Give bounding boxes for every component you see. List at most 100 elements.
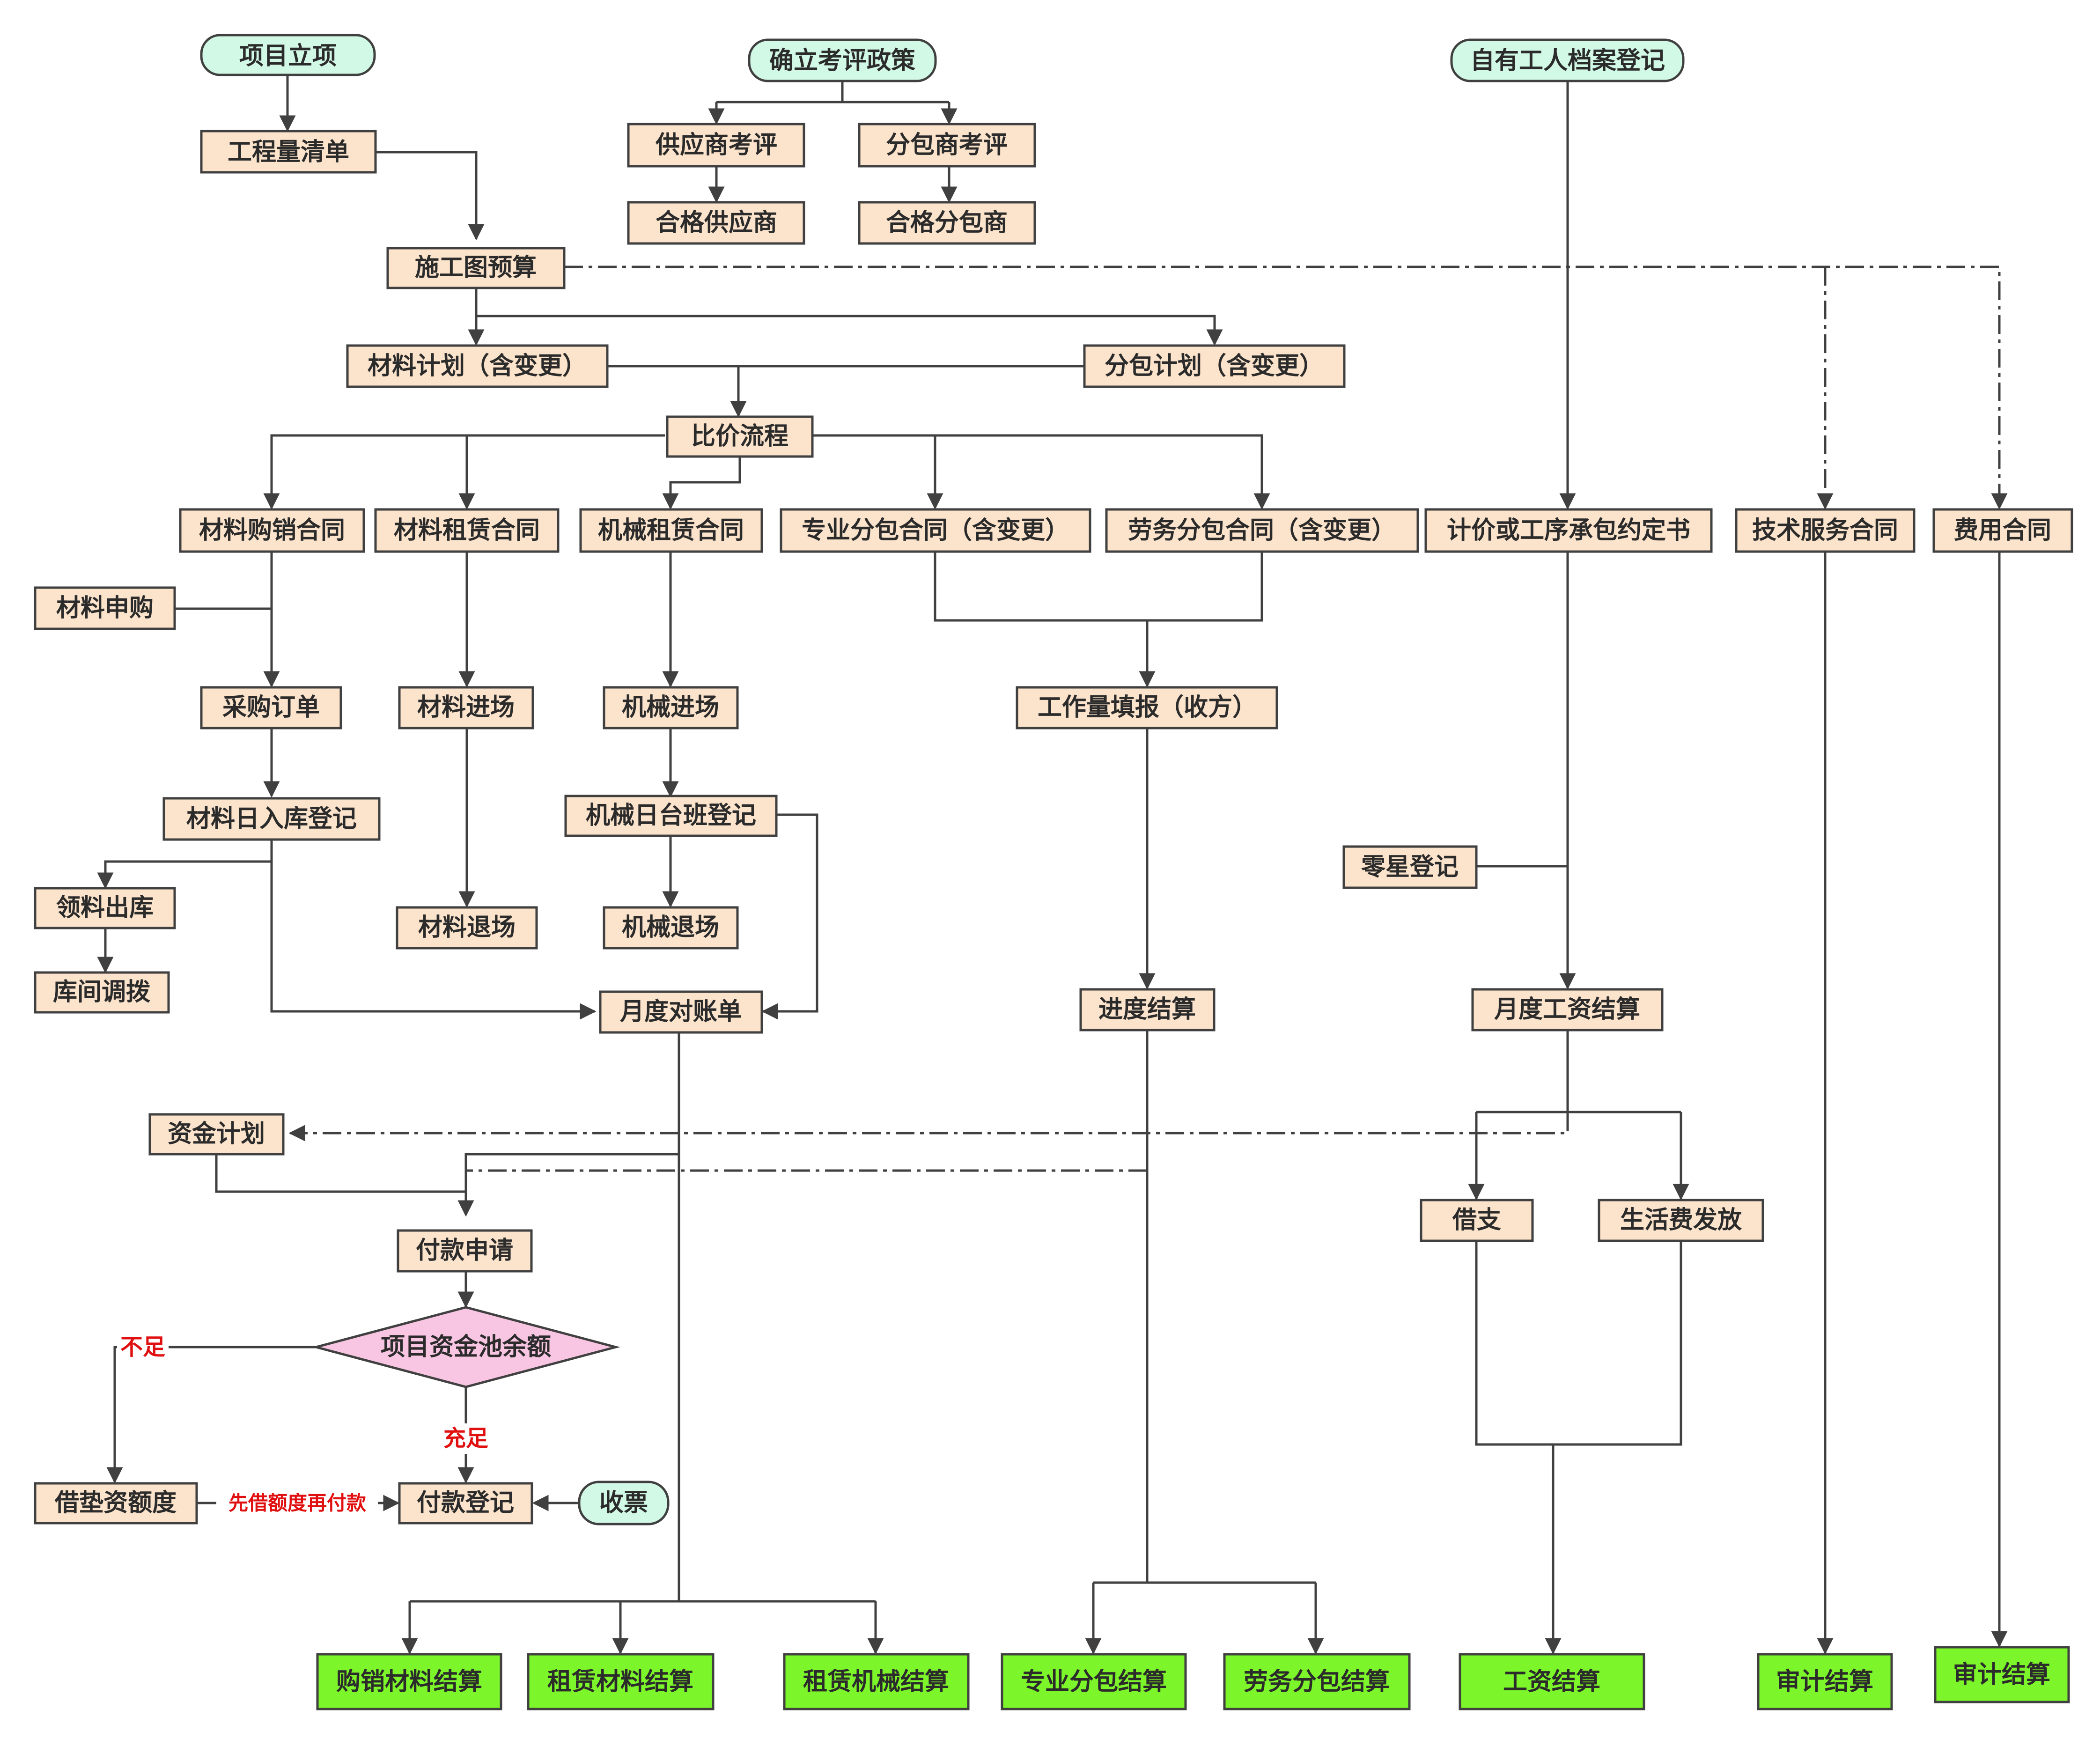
node-label: 审计结算 bbox=[1953, 1661, 2050, 1689]
node-machine-exit[interactable]: 机械退场 bbox=[603, 906, 739, 950]
node-material-plan[interactable]: 材料计划（含变更） bbox=[346, 344, 609, 388]
node-professional-subcontract-settlement[interactable]: 专业分包结算 bbox=[1001, 1653, 1187, 1710]
node-label: 材料日入库登记 bbox=[186, 805, 357, 833]
node-fund-plan[interactable]: 资金计划 bbox=[148, 1113, 285, 1156]
node-label: 确立考评政策 bbox=[769, 47, 915, 75]
node-qualified-supplier[interactable]: 合格供应商 bbox=[627, 201, 805, 245]
node-label: 付款登记 bbox=[417, 1489, 514, 1517]
node-material-purchase-contract[interactable]: 材料购销合同 bbox=[179, 508, 365, 553]
node-label: 审计结算 bbox=[1776, 1668, 1873, 1696]
node-label: 机械日台班登记 bbox=[586, 802, 756, 830]
node-purchase-material-settlement[interactable]: 购销材料结算 bbox=[316, 1653, 502, 1710]
node-professional-subcontract[interactable]: 专业分包合同（含变更） bbox=[780, 508, 1091, 553]
node-label: 供应商考评 bbox=[656, 131, 777, 159]
node-advance-quota[interactable]: 借垫资额度 bbox=[34, 1482, 198, 1525]
node-label: 租赁机械结算 bbox=[803, 1668, 949, 1696]
edge-inbound-to-issue bbox=[97, 840, 273, 889]
node-label: 材料进场 bbox=[417, 693, 515, 722]
node-supplier-eval[interactable]: 供应商考评 bbox=[627, 123, 805, 168]
node-label: 借垫资额度 bbox=[54, 1489, 177, 1517]
node-daily-material-inbound[interactable]: 材料日入库登记 bbox=[162, 797, 381, 841]
node-living-allowance[interactable]: 生活费发放 bbox=[1598, 1199, 1764, 1242]
node-labor-subcontract-settlement[interactable]: 劳务分包结算 bbox=[1223, 1653, 1411, 1710]
edge-advance-living-join bbox=[1475, 1241, 1682, 1446]
node-subcontractor-eval[interactable]: 分包商考评 bbox=[858, 123, 1036, 168]
node-machine-lease-contract[interactable]: 机械租赁合同 bbox=[579, 508, 763, 553]
node-material-issue[interactable]: 领料出库 bbox=[34, 887, 176, 929]
nodes: 项目立项 确立考评政策 自有工人档案登记 收票 工程量清单 供应商考评 分包商考… bbox=[34, 34, 2073, 1710]
node-advance[interactable]: 借支 bbox=[1420, 1199, 1534, 1242]
node-monthly-reconciliation[interactable]: 月度对账单 bbox=[599, 990, 763, 1034]
node-workload-report[interactable]: 工作量填报（收方） bbox=[1016, 686, 1278, 729]
edge-wage-to-fund-plan bbox=[288, 1112, 1569, 1142]
node-piece-rate-agreement[interactable]: 计价或工序承包约定书 bbox=[1424, 508, 1713, 553]
node-project-setup[interactable]: 项目立项 bbox=[200, 34, 376, 76]
node-bill-of-quantities[interactable]: 工程量清单 bbox=[200, 130, 377, 174]
node-label: 项目资金池余额 bbox=[381, 1333, 551, 1361]
node-label: 工资结算 bbox=[1503, 1668, 1600, 1696]
node-label: 收票 bbox=[599, 1489, 648, 1517]
node-machine-entry[interactable]: 机械进场 bbox=[603, 686, 739, 729]
edge-price-to-machine-contract bbox=[662, 457, 741, 510]
node-monthly-wage-settlement[interactable]: 月度工资结算 bbox=[1471, 988, 1664, 1032]
node-construction-budget[interactable]: 施工图预算 bbox=[386, 247, 566, 289]
node-tech-service-contract[interactable]: 技术服务合同 bbox=[1735, 508, 1916, 553]
edge-budget-to-sub-plan bbox=[476, 315, 1223, 346]
node-establish-policy[interactable]: 确立考评政策 bbox=[748, 38, 937, 82]
node-label: 费用合同 bbox=[1954, 516, 2051, 545]
node-label: 材料计划（含变更） bbox=[368, 352, 587, 380]
node-progress-settlement[interactable]: 进度结算 bbox=[1079, 988, 1216, 1032]
node-wage-settlement[interactable]: 工资结算 bbox=[1459, 1653, 1645, 1710]
node-lease-material-settlement[interactable]: 租赁材料结算 bbox=[527, 1653, 715, 1710]
node-lease-machine-settlement[interactable]: 租赁机械结算 bbox=[783, 1653, 970, 1710]
node-audit-settlement-2[interactable]: 审计结算 bbox=[1934, 1646, 2070, 1703]
node-warehouse-transfer[interactable]: 库间调拨 bbox=[34, 971, 170, 1014]
label-sufficient: 充足 bbox=[443, 1425, 488, 1452]
node-label: 机械租赁合同 bbox=[598, 516, 744, 545]
node-label: 分包商考评 bbox=[886, 131, 1008, 159]
node-label: 月度对账单 bbox=[620, 998, 742, 1026]
node-label: 工程量清单 bbox=[228, 138, 349, 166]
node-label: 专业分包结算 bbox=[1021, 1668, 1167, 1696]
edge-price-to-labor bbox=[813, 434, 1270, 510]
node-labor-subcontract[interactable]: 劳务分包合同（含变更） bbox=[1105, 508, 1419, 553]
edge-price-to-purchase-contract bbox=[263, 434, 665, 510]
node-receive-invoice[interactable]: 收票 bbox=[578, 1481, 670, 1525]
node-label: 月度工资结算 bbox=[1494, 995, 1640, 1024]
node-label: 专业分包合同（含变更） bbox=[802, 516, 1069, 545]
edge-reconciliation-to-payment bbox=[457, 1153, 679, 1217]
node-label: 材料租赁合同 bbox=[394, 516, 540, 545]
node-expense-contract[interactable]: 费用合同 bbox=[1932, 508, 2073, 553]
node-audit-settlement-1[interactable]: 审计结算 bbox=[1757, 1653, 1893, 1710]
node-payment-application[interactable]: 付款申请 bbox=[397, 1229, 533, 1273]
node-worker-registration[interactable]: 自有工人档案登记 bbox=[1450, 38, 1685, 82]
label-insufficient: 不足 bbox=[120, 1334, 165, 1360]
node-label: 生活费发放 bbox=[1620, 1206, 1742, 1234]
node-label: 比价流程 bbox=[691, 422, 788, 450]
node-material-entry[interactable]: 材料进场 bbox=[398, 686, 534, 729]
node-label: 领料出库 bbox=[56, 894, 154, 922]
node-purchase-order[interactable]: 采购订单 bbox=[200, 686, 342, 729]
node-material-requisition[interactable]: 材料申购 bbox=[34, 586, 176, 630]
node-qualified-subcontractor[interactable]: 合格分包商 bbox=[858, 201, 1036, 245]
edge-boq-to-budget bbox=[376, 151, 485, 241]
edge-inbound-to-reconciliation bbox=[270, 862, 597, 1020]
node-material-exit[interactable]: 材料退场 bbox=[396, 906, 538, 950]
node-label: 采购订单 bbox=[222, 693, 320, 722]
edge-fund-plan-to-payment bbox=[215, 1154, 466, 1193]
node-label: 购销材料结算 bbox=[336, 1668, 482, 1696]
label-borrow-then-pay: 先借额度再付款 bbox=[228, 1492, 366, 1515]
node-label: 计价或工序承包约定书 bbox=[1447, 516, 1690, 545]
node-payment-registration[interactable]: 付款登记 bbox=[398, 1482, 533, 1525]
node-material-lease-contract[interactable]: 材料租赁合同 bbox=[374, 508, 560, 553]
node-label: 劳务分包合同（含变更） bbox=[1128, 516, 1396, 545]
node-fund-pool-balance[interactable]: 项目资金池余额 bbox=[311, 1306, 620, 1388]
edge-labels: 不足 充足 先借额度再付款 bbox=[117, 1332, 494, 1517]
node-label: 项目立项 bbox=[239, 42, 337, 70]
node-label: 分包计划（含变更） bbox=[1105, 352, 1324, 380]
node-subcontract-plan[interactable]: 分包计划（含变更） bbox=[1083, 344, 1346, 388]
node-price-comparison[interactable]: 比价流程 bbox=[666, 415, 814, 458]
node-daily-machine-shift[interactable]: 机械日台班登记 bbox=[564, 795, 778, 837]
node-odd-job-registration[interactable]: 零星登记 bbox=[1342, 845, 1478, 889]
